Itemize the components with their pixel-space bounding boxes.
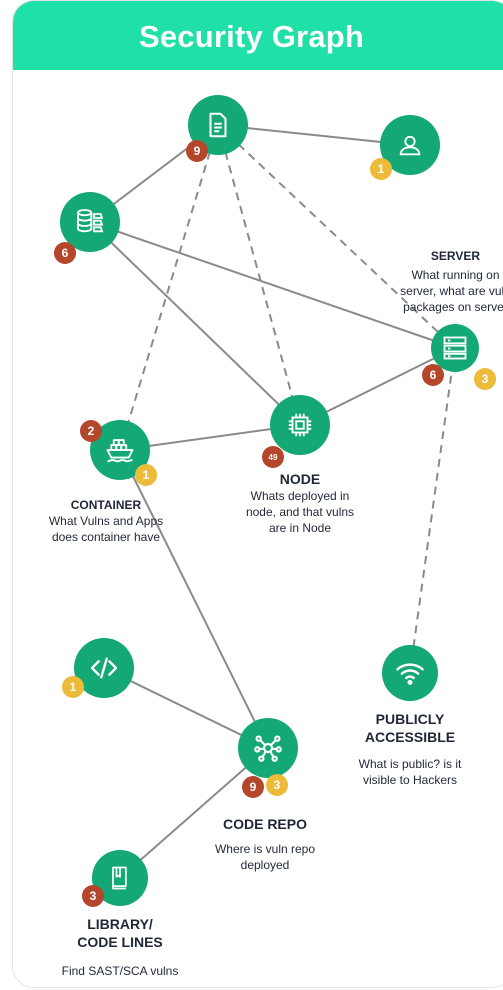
server-icon bbox=[441, 334, 469, 362]
chip-icon bbox=[285, 410, 315, 440]
server-title: SERVER bbox=[430, 249, 481, 263]
header-bar bbox=[13, 1, 503, 70]
library-vuln-badge: 3 bbox=[82, 885, 104, 907]
container-title: CONTAINER bbox=[70, 498, 142, 512]
edge-document-user bbox=[217, 124, 411, 146]
node-vuln-badge: 49 bbox=[262, 446, 284, 468]
server-label: SERVER What running on server, what are … bbox=[373, 248, 503, 315]
user-vuln-badge: 1 bbox=[370, 158, 392, 180]
code-repo-node[interactable] bbox=[238, 718, 298, 778]
server-node[interactable] bbox=[431, 324, 479, 372]
edge-document-node-dashed bbox=[217, 124, 301, 426]
code-repo-label: CODE REPO Where is vuln repo deployed bbox=[190, 815, 340, 873]
server-description-line: What running on bbox=[411, 268, 500, 282]
node-description-line: node, and that vulns bbox=[245, 505, 355, 519]
server-description-line: server, what are vuln bbox=[400, 284, 503, 298]
code-repo-description-line: Where is vuln repo bbox=[214, 842, 316, 856]
code-vuln-badge: 1 bbox=[62, 676, 84, 698]
public-description-line: visible to Hackers bbox=[362, 773, 458, 787]
edge-document-container-dashed bbox=[119, 124, 219, 451]
node-node[interactable] bbox=[270, 395, 330, 455]
document-icon bbox=[203, 110, 233, 140]
public-title-line: ACCESSIBLE bbox=[364, 729, 456, 745]
book-icon bbox=[106, 864, 134, 892]
code-repo-vuln-badge-yellow: 3 bbox=[266, 774, 288, 796]
library-description-line: Find SAST/SCA vulns bbox=[61, 964, 179, 978]
public-label: PUBLICLY ACCESSIBLE What is public? is i… bbox=[330, 710, 490, 788]
library-title-line: LIBRARY/ bbox=[87, 916, 153, 932]
page-title: Security Graph bbox=[138, 19, 365, 54]
node-label: NODE Whats deployed in node, and that vu… bbox=[220, 470, 380, 536]
library-label: LIBRARY/ CODE LINES Find SAST/SCA vulns bbox=[40, 915, 200, 979]
server-description-line: packages on server bbox=[403, 300, 503, 314]
code-icon bbox=[88, 652, 120, 684]
container-description-line: does container have bbox=[51, 530, 161, 544]
node-description-line: are in Node bbox=[268, 521, 332, 535]
code-repo-description-line: deployed bbox=[240, 858, 290, 872]
public-node[interactable] bbox=[382, 645, 438, 701]
network-hub-icon bbox=[252, 732, 284, 764]
user-icon bbox=[396, 131, 424, 159]
edge-library-coderepo bbox=[119, 747, 269, 879]
edge-database-node bbox=[89, 221, 301, 426]
code-node[interactable] bbox=[74, 638, 134, 698]
document-node[interactable] bbox=[188, 95, 248, 155]
public-title-line: PUBLICLY bbox=[375, 711, 445, 727]
library-title-line: CODE LINES bbox=[77, 934, 163, 950]
container-description-line: What Vulns and Apps bbox=[48, 514, 164, 528]
document-vuln-badge: 9 bbox=[186, 140, 208, 162]
database-node[interactable] bbox=[60, 192, 120, 252]
container-label: CONTAINER What Vulns and Apps does conta… bbox=[26, 497, 186, 545]
edge-document-server-dashed bbox=[217, 124, 456, 349]
container-ship-icon bbox=[105, 435, 135, 465]
edge-container-coderepo bbox=[119, 449, 269, 749]
edge-database-server bbox=[89, 221, 456, 349]
node-description-line: Whats deployed in bbox=[250, 489, 350, 503]
wifi-icon bbox=[395, 658, 425, 688]
node-title: NODE bbox=[279, 471, 321, 487]
server-vuln-badge-yellow: 3 bbox=[474, 368, 496, 390]
database-icon bbox=[74, 206, 106, 238]
server-vuln-badge-red: 6 bbox=[422, 364, 444, 386]
database-vuln-badge: 6 bbox=[54, 242, 76, 264]
edge-server-public-dashed bbox=[409, 347, 456, 673]
code-repo-vuln-badge-red: 9 bbox=[242, 776, 264, 798]
public-description-line: What is public? is it bbox=[358, 757, 462, 771]
container-vuln-badge-red: 2 bbox=[80, 420, 102, 442]
code-repo-title: CODE REPO bbox=[222, 816, 307, 832]
container-vuln-badge-yellow: 1 bbox=[135, 464, 157, 486]
